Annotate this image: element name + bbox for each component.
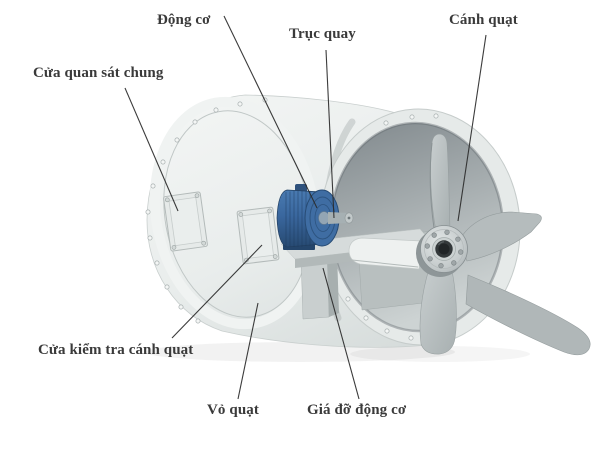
leader-fan-blade [457,34,487,222]
label-blade-inspection-door: Cửa kiểm tra cánh quạt [38,342,194,358]
shaft [328,212,354,224]
leader-shaft [325,49,335,219]
label-fan-housing: Vỏ quạt [207,402,259,418]
observation-door [163,191,208,252]
blade-bottom [419,268,457,355]
blade-upper-right [458,211,542,262]
leader-lines [124,15,487,400]
leader-inspection-door [171,244,263,339]
leader-observation-door [124,87,179,212]
label-shaft: Trục quay [289,26,356,42]
impeller-hub [416,225,468,277]
impeller [348,133,591,356]
label-motor-bracket: Giá đỡ động cơ [307,402,407,418]
leader-housing [237,302,259,400]
motor [276,184,354,250]
label-motor: Động cơ [157,12,211,28]
blade-lower-right [465,274,591,356]
rear-flange-bolt-holes [145,97,268,324]
label-observation-door: Cửa quan sát chung [33,65,164,81]
leader-motor [223,15,318,209]
blade-up [430,133,451,232]
inspection-door [236,206,280,265]
label-fan-blade: Cánh quạt [449,12,518,28]
leader-bracket [322,267,360,400]
